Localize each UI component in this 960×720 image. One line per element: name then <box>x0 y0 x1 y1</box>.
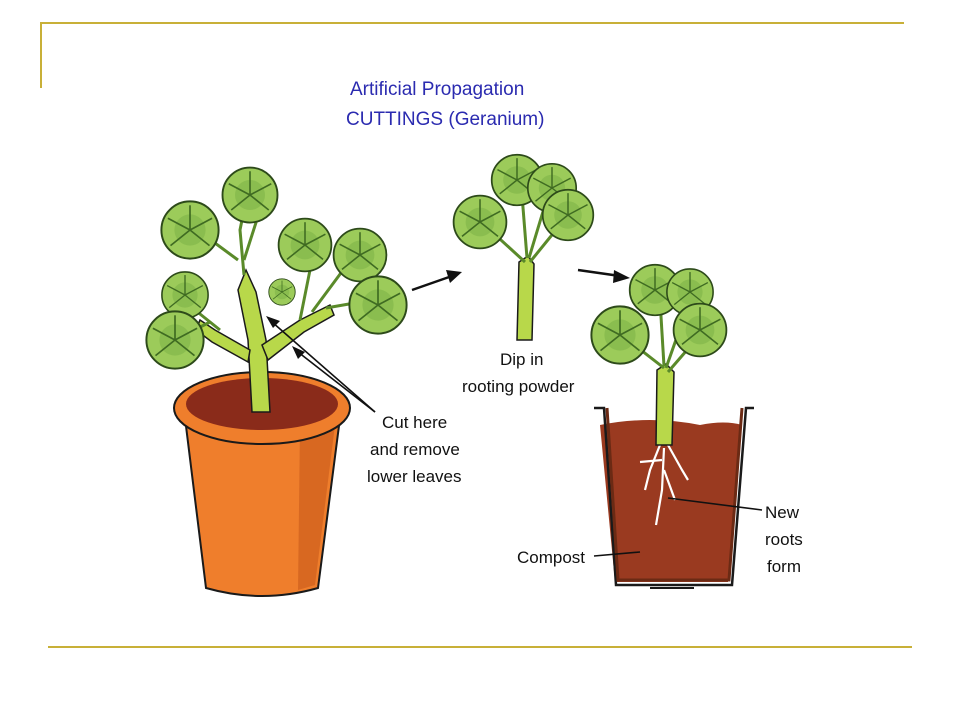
leaf-icon <box>160 200 220 260</box>
potted-parent-plant <box>145 166 408 597</box>
pot-outline <box>594 406 754 587</box>
label-and-remove: and remove <box>370 440 460 459</box>
leaf-icon <box>221 166 279 224</box>
diagram-title-line1: Artificial Propagation <box>350 79 524 100</box>
frame-top-line <box>40 22 904 24</box>
rooting-pot <box>590 263 754 589</box>
geranium-cutting <box>452 153 595 341</box>
diagram-title-line2: CUTTINGS (Geranium) <box>346 109 544 130</box>
label-compost: Compost <box>517 548 585 567</box>
frame-left-line <box>40 22 42 88</box>
leaf-icon <box>452 194 508 250</box>
arrowhead-icon <box>613 270 630 283</box>
label-new: New <box>765 503 800 522</box>
label-roots: roots <box>765 530 803 549</box>
leaf-icon <box>672 302 728 358</box>
pot-shade <box>298 425 335 590</box>
compost-pointer <box>593 551 641 557</box>
leaf-icon <box>145 310 205 370</box>
arrowhead-icon <box>446 270 462 283</box>
roots-pointer <box>667 497 763 511</box>
leaf-icon <box>541 188 595 242</box>
cut-pointer <box>271 321 376 413</box>
leaf-icon <box>277 217 333 273</box>
step-arrow-1 <box>411 274 453 292</box>
arrowhead-icon <box>292 346 305 359</box>
leaf-icon <box>268 278 296 306</box>
main-stem <box>237 268 271 413</box>
frame-bottom-line <box>48 646 912 648</box>
label-dip-in: Dip in <box>500 350 543 369</box>
leaf-icon <box>332 227 388 283</box>
label-rooting-powder: rooting powder <box>462 377 575 396</box>
label-lower-leaves: lower leaves <box>367 467 462 486</box>
label-cut-here: Cut here <box>382 413 447 432</box>
compost-fill <box>600 420 742 582</box>
arrowhead-icon <box>266 316 280 328</box>
step-arrow-2 <box>577 268 621 278</box>
leaf-icon <box>590 305 650 365</box>
new-roots <box>639 444 689 526</box>
label-form: form <box>767 557 801 576</box>
leaf-icon <box>348 275 408 335</box>
